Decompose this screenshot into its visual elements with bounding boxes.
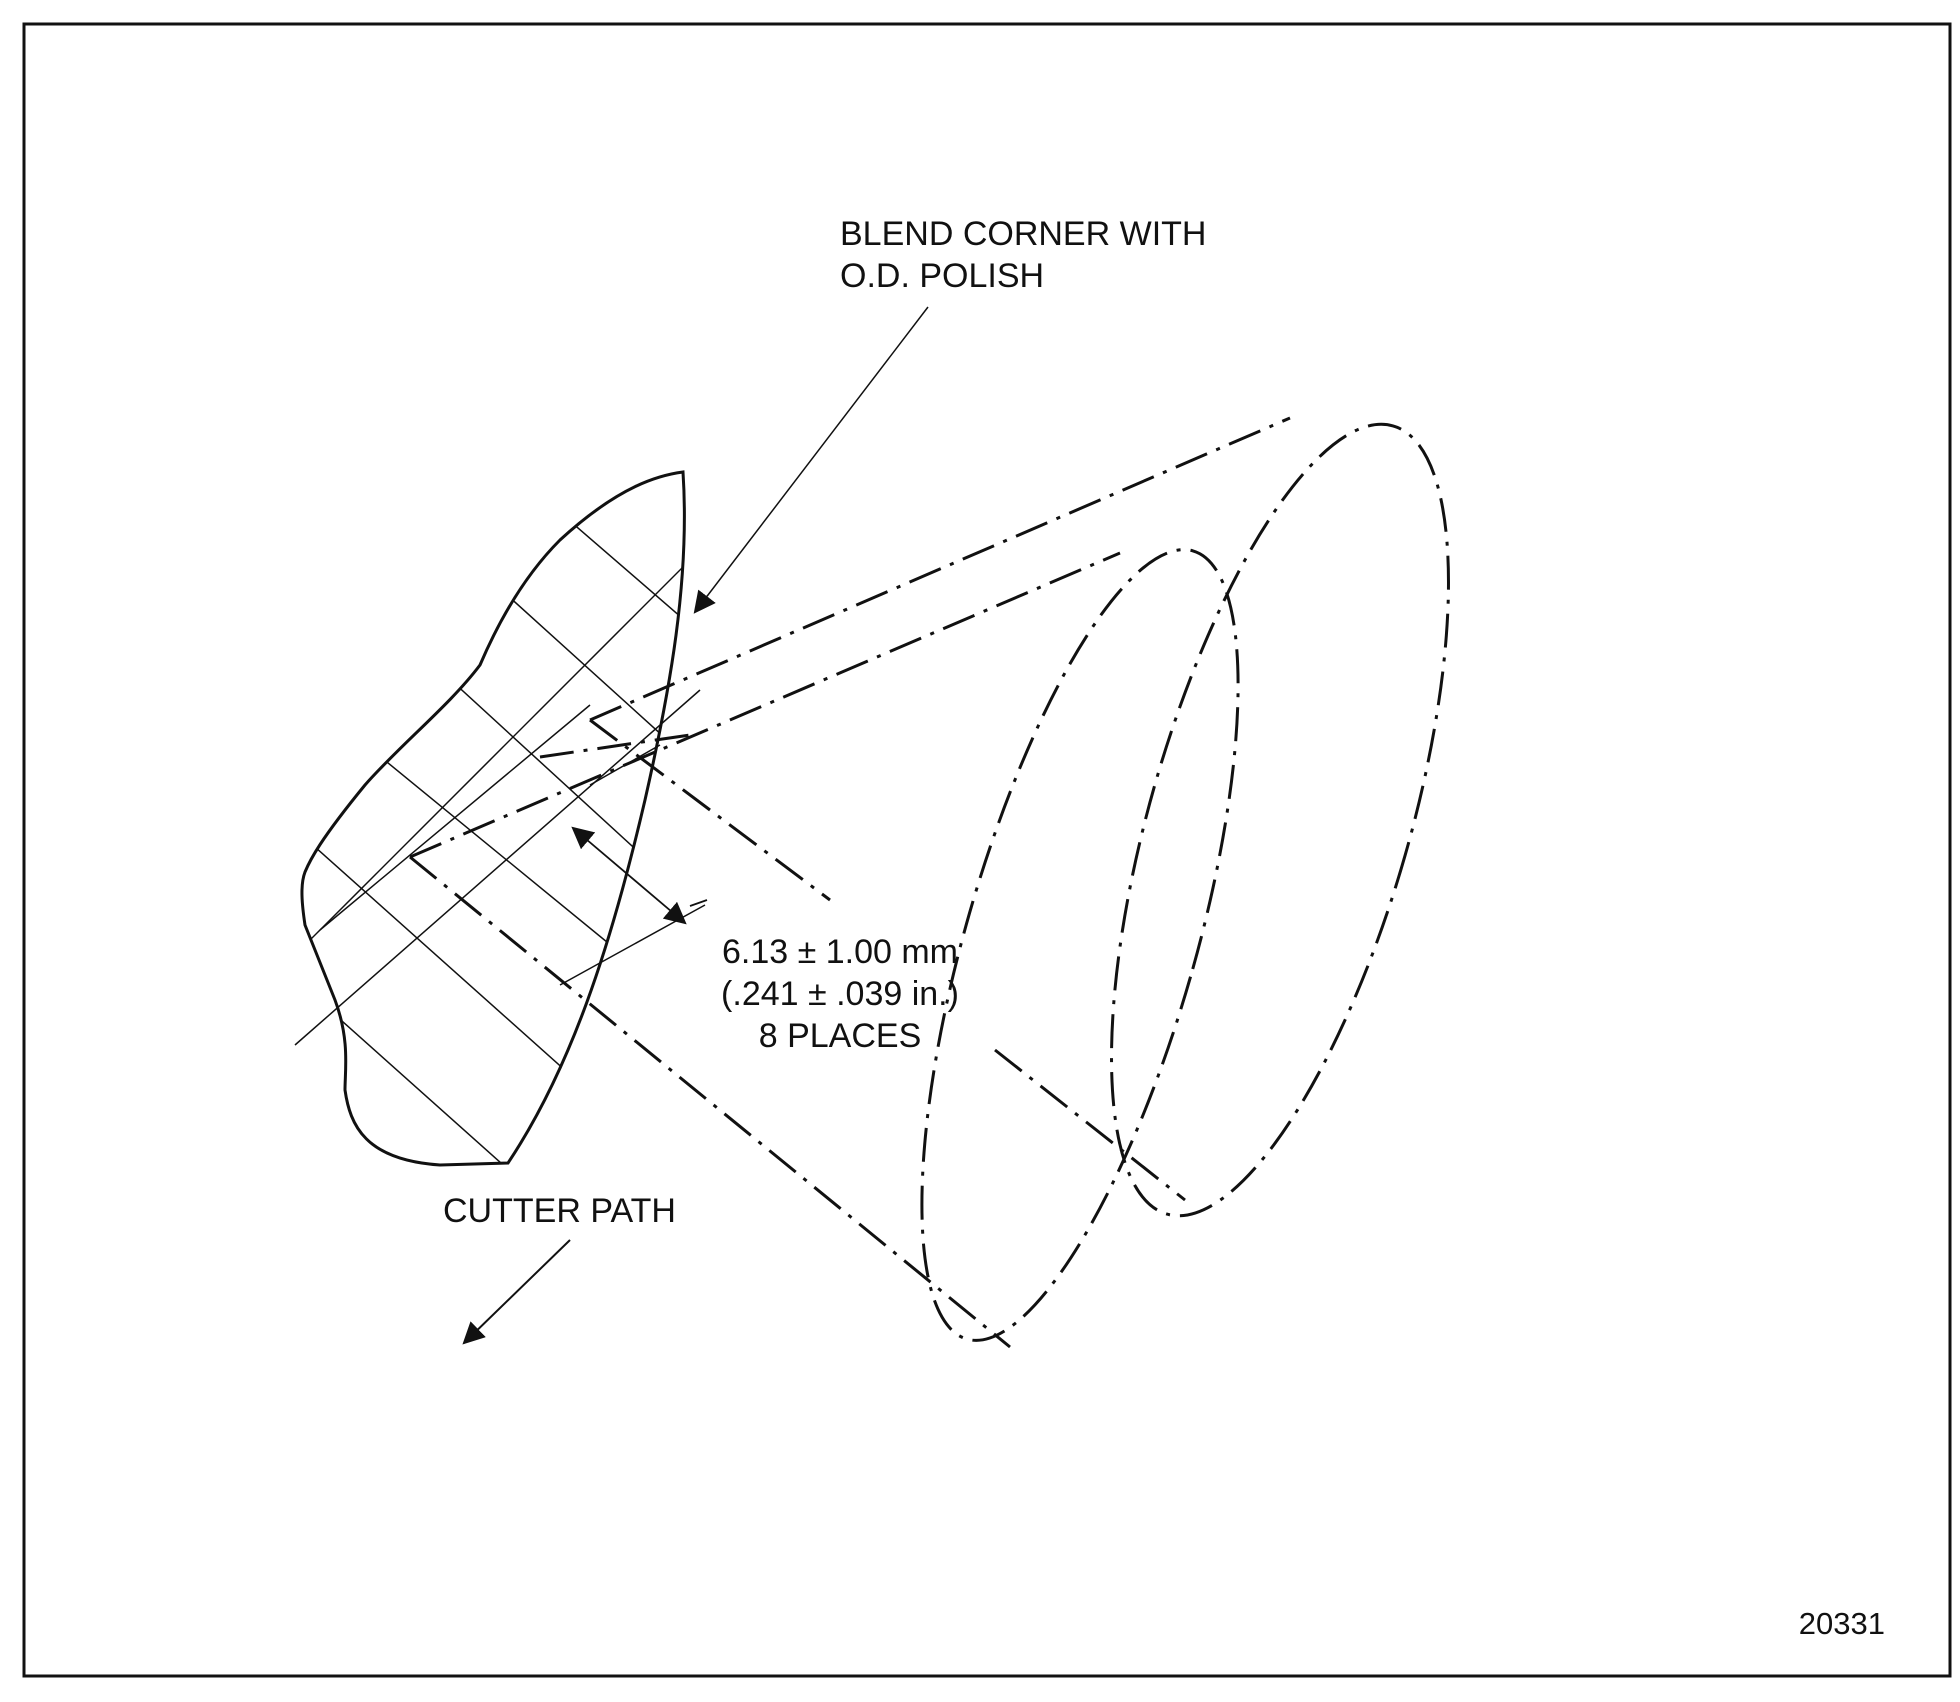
dimension-label-metric: 6.13 ± 1.00 mm: [722, 933, 958, 971]
cutter-path-label: CUTTER PATH: [443, 1192, 676, 1230]
figure-number: 20331: [1799, 1606, 1885, 1641]
blend-corner-label-line1: BLEND CORNER WITH: [840, 215, 1206, 253]
section-hatching: [301, 472, 685, 1165]
dimension-label-imperial: (.241 ± .039 in.): [721, 975, 959, 1013]
figure-frame: [22, 22, 1952, 1678]
blend-corner-label-line2: O.D. POLISH: [840, 257, 1044, 295]
cutter-ellipse-front: [920, 548, 1240, 1342]
cutter-phantom-outline: [409, 416, 1450, 1349]
dimension-arrows: [571, 826, 708, 925]
cutter-path-arrow: [462, 1239, 571, 1345]
cutter-ellipse-rear: [1110, 422, 1450, 1218]
blend-corner-leader: [693, 306, 929, 614]
part-section-outline: [300, 470, 686, 1167]
dimension-label-places: 8 PLACES: [759, 1017, 922, 1055]
